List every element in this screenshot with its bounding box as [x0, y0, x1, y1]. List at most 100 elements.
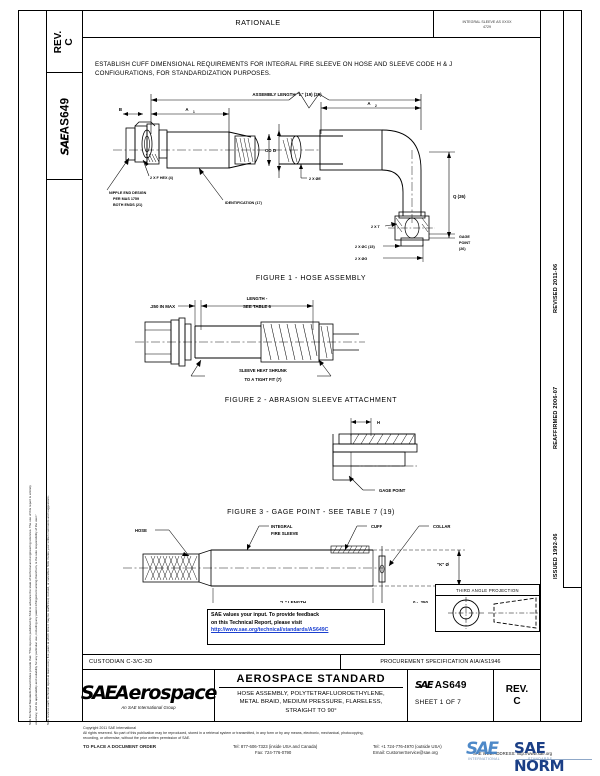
fig4-k-label: "K" Ø	[437, 562, 450, 567]
revision-cell: REV. C	[494, 670, 540, 722]
right-margin-rule	[563, 11, 564, 587]
order-fax: Fax: 724-776-0790	[255, 749, 292, 755]
fig4-sleeve-line-1: INTEGRAL	[271, 524, 293, 529]
figure-4-cuff-detail: HOSE INTEGRAL FIRE SLEEVE CUFF COLLAR	[123, 524, 465, 603]
feedback-url-link[interactable]: http://www.sae.org/technical/standards/A…	[211, 627, 329, 634]
legal-text-line-1: SAE Technical Standards Board Rules prov…	[28, 485, 32, 725]
copyright-line: Copyright 2011 SAE International	[83, 726, 137, 730]
fig1-gage-line-2: POINT	[459, 241, 471, 245]
rationale-header-strip: RATIONALE INTEGRAL SLEEVE AS XXXX 4729	[83, 11, 540, 38]
order-tel-outside: Tel: +1 724-776-4970 (outside USA)	[373, 743, 442, 749]
logo-aerospace-text: Aerospace	[115, 682, 217, 704]
fig1-a1-subscript: 1	[193, 110, 195, 114]
figure-1-caption: FIGURE 1 - HOSE ASSEMBLY	[256, 275, 366, 282]
rev-side-box: REV. C	[47, 11, 83, 73]
fig4-hose-label: HOSE	[135, 528, 147, 533]
fig1-2xe-label: 2 X ØE	[309, 177, 321, 181]
legal-text-line-2: voluntary, and its applicability and sui…	[34, 514, 38, 725]
order-contact-group: Tel: +1 724-776-4970 (outside USA) Email…	[373, 744, 442, 756]
web-address-label: SAE WEB ADDRESS:	[473, 750, 516, 756]
fig2-length-line-2: SEE TABLE 6	[243, 304, 272, 309]
revision-label: REV.	[505, 684, 529, 695]
figure-1-hose-assembly: ASSEMBLY LENGTH "L" (19) (20) A 1 B	[106, 91, 471, 282]
fig1-a2-label: A	[367, 101, 371, 106]
rationale-body-text: ESTABLISH CUFF DIMENSIONAL REQUIREMENTS …	[95, 61, 453, 77]
figure-3-caption: FIGURE 3 - GAGE POINT - SEE TABLE 7 (19)	[227, 509, 395, 516]
fig1-identification-label: IDENTIFICATION (17)	[225, 201, 263, 205]
web-address-url[interactable]: http://www.sae.org	[516, 750, 553, 756]
order-phone-group: Tel: 877-606-7323 (inside USA and Canada…	[233, 744, 317, 756]
fig4-collar-label: COLLAR	[433, 524, 450, 529]
fig2-max-label: .250 IN MAX	[150, 304, 175, 309]
feedback-line-2: on this Technical Report, please visit	[211, 619, 302, 626]
fig1-gage-line-3: (26)	[459, 247, 466, 251]
document-number-cell: SAE AS649 SHEET 1 OF 7	[408, 670, 494, 722]
custodian-label: CUSTODIAN C-3/C-3D	[83, 655, 341, 669]
fig2-note-line-1: SLEEVE HEAT SHRUNK	[239, 368, 287, 373]
date-issued: ISSUED 1992-06	[553, 533, 559, 579]
fig1-2xf-hex-label: 2 X F HEX (4)	[150, 176, 174, 180]
fig4-sleeve-line-2: FIRE SLEEVE	[271, 531, 298, 536]
fig1-od-label: OD	[265, 148, 272, 153]
figure-2-abrasion-sleeve: .250 IN MAX LENGTH - SEE TABLE 6	[135, 296, 397, 404]
fig1-a1-label: A	[185, 107, 189, 112]
fig1-q-label: Q (26)	[453, 194, 466, 199]
doc-sae-mark: SAE	[415, 680, 434, 691]
standard-subtitle-1: HOSE ASSEMBLY, POLYTETRAFLUOROETHYLENE,	[237, 691, 385, 697]
figure-2-caption: FIGURE 2 - ABRASION SLEEVE ATTACHMENT	[225, 397, 397, 404]
header-reference-line-1: INTEGRAL SLEEVE AS XXXX	[462, 19, 512, 24]
fig4-clearance-label: 0 - .250	[413, 600, 428, 603]
rights-line-1: All rights reserved. No part of this pub…	[83, 731, 364, 736]
title-block: SAEAerospace An SAE International Group …	[80, 670, 540, 722]
order-label: TO PLACE A DOCUMENT ORDER	[83, 743, 157, 749]
rev-side-label: REV.	[53, 30, 65, 53]
standard-subtitle-2: METAL BRAID, MEDIUM PRESSURE, FLARELESS,	[239, 699, 383, 706]
order-info-grid: TO PLACE A DOCUMENT ORDER Tel: 877-606-7…	[83, 744, 553, 760]
doc-side-number: AS649	[59, 97, 71, 134]
rev-side-value: C	[64, 37, 76, 46]
right-margin-tick	[563, 587, 582, 588]
right-margin-column: REVISED 2011-06 REAFFIRMED 2006-07 ISSUE…	[540, 11, 582, 721]
third-angle-projection-box: THIRD ANGLE PROJECTION	[435, 584, 540, 632]
fig3-h-label: H	[377, 420, 380, 425]
logo-sae-text: SAE	[80, 682, 118, 704]
fig1-nipple-line-1: NIPPLE END DESIGN	[109, 191, 147, 195]
fig2-note-line-2: TO A TIGHT FIT (7)	[244, 377, 282, 382]
feedback-line-1: SAE values your input. To provide feedba…	[211, 612, 319, 618]
fig1-2xg-label: 2 X ØG	[355, 257, 367, 261]
fig1-d-label: D	[273, 148, 276, 153]
fig4-l-length-label: "L" LENGTH	[280, 600, 306, 603]
fig1-2xc-label: 2 X ØC (15)	[355, 245, 375, 249]
sae-aerospace-logo: SAEAerospace An SAE International Group	[80, 670, 217, 722]
fig1-assembly-length-label: ASSEMBLY LENGTH "L" (19) (20)	[252, 92, 322, 97]
header-reference-line-2: 4729	[483, 24, 491, 29]
feedback-box: SAE values your input. To provide feedba…	[207, 609, 385, 645]
sheet-border	[18, 10, 582, 722]
rights-line-2: recording, or otherwise, without the pri…	[83, 736, 191, 741]
blank-side-box	[47, 180, 83, 721]
fig1-2xt-label: 2 X T	[371, 225, 381, 229]
web-address-group: SAE WEB ADDRESS: http://www.sae.org	[473, 751, 552, 756]
standard-subtitle-3: STRAIGHT TO 90°	[285, 707, 337, 714]
doc-number: AS649	[434, 680, 467, 691]
fig1-nipple-line-3: BOTH ENDS (21)	[113, 203, 143, 207]
fig1-b-label: B	[119, 107, 122, 112]
fig4-cuff-label: CUFF	[371, 524, 383, 529]
standard-heading: AEROSPACE STANDARD	[219, 673, 403, 688]
fig2-length-line-1: LENGTH -	[247, 296, 268, 301]
rationale-heading: RATIONALE	[235, 18, 281, 27]
fig1-a2-subscript: 2	[375, 104, 377, 108]
left-margin-column: SAE Technical Standards Board Rules prov…	[19, 11, 50, 725]
revision-value: C	[513, 696, 521, 707]
custodian-row: CUSTODIAN C-3/C-3D PROCUREMENT SPECIFICA…	[83, 654, 540, 670]
header-reference-cell: INTEGRAL SLEEVE AS XXXX 4729	[433, 11, 540, 38]
date-revised: REVISED 2011-06	[553, 263, 559, 313]
projection-symbol	[448, 597, 540, 629]
date-reaffirmed: REAFFIRMED 2006-07	[553, 386, 559, 449]
sae-side-mark: SAE	[58, 133, 71, 155]
projection-title: THIRD ANGLE PROJECTION	[436, 585, 539, 596]
procurement-spec-label: PROCUREMENT SPECIFICATION AIA/AS1946	[380, 659, 501, 665]
fig1-elbow-fitting	[388, 211, 435, 247]
footer-block: Copyright 2011 SAE International All rig…	[83, 726, 553, 760]
